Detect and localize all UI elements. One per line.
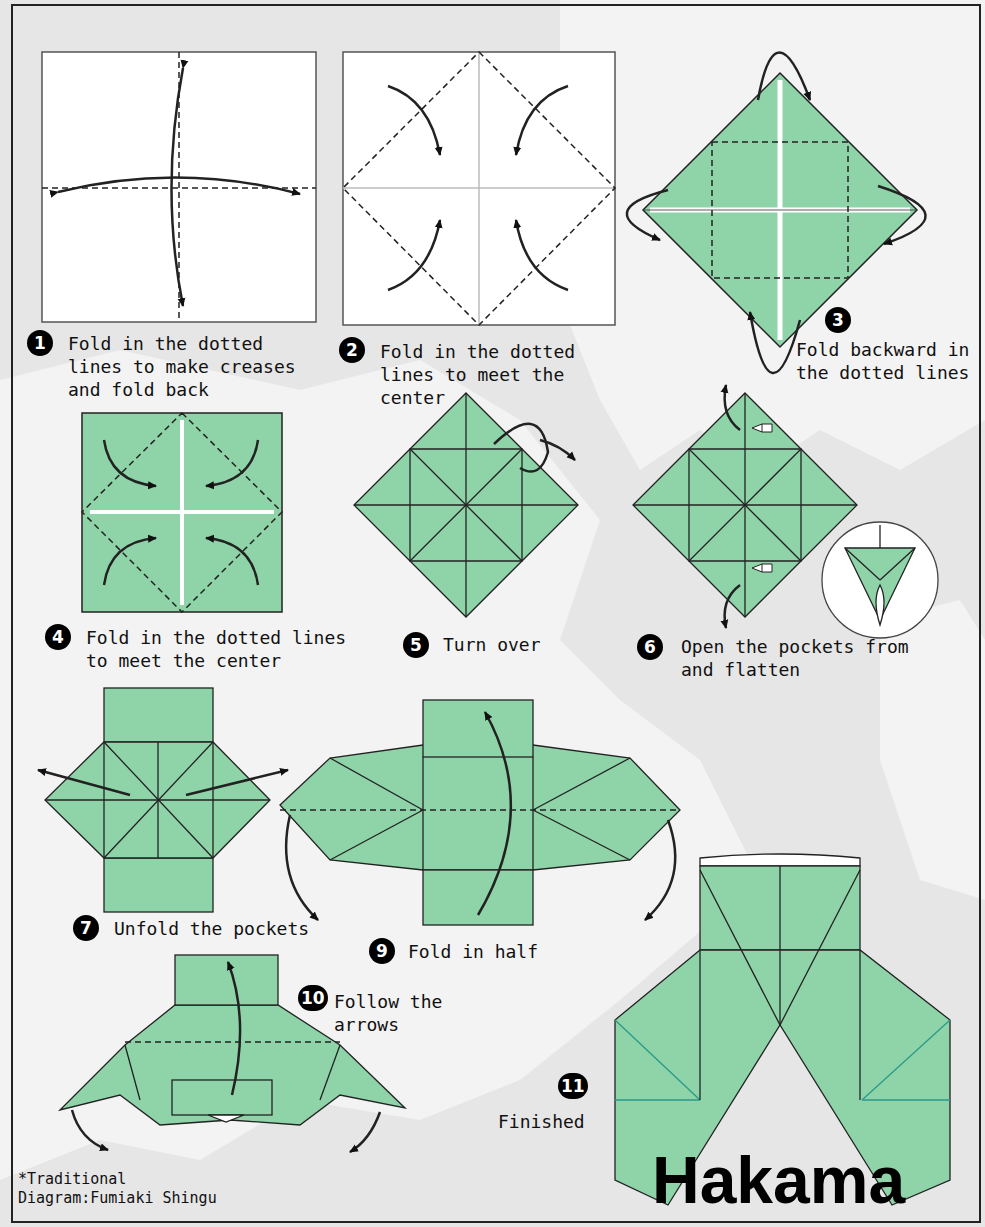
- instruction-text: Fold in the dotted lines to make creases…: [68, 332, 318, 401]
- step-number-text: 3: [832, 310, 844, 330]
- diagram-title: Hakama: [652, 1145, 905, 1215]
- step-number: 10: [298, 985, 328, 1011]
- instruction-text: Unfold the pockets: [114, 917, 334, 940]
- step-number-text: 10: [301, 988, 325, 1008]
- step2-square: [343, 52, 615, 325]
- step10-shape: [60, 955, 405, 1152]
- step-number-text: 9: [376, 941, 388, 961]
- instruction-text: Follow the arrows: [334, 990, 474, 1036]
- step-number: 1: [27, 330, 53, 356]
- step-number: 5: [403, 632, 429, 658]
- step1-square: [42, 52, 316, 322]
- step-number: 4: [45, 624, 71, 650]
- instruction-text: Open the pockets from and flatten: [681, 635, 911, 681]
- step-number: 3: [825, 307, 851, 333]
- instruction-text: Fold backward in the dotted lines: [796, 338, 982, 384]
- step-number-text: 5: [410, 635, 422, 655]
- instruction-text: *Traditional Diagram:Fumiaki Shingu: [18, 1170, 258, 1208]
- step5-diamond: [354, 393, 578, 617]
- step-number-text: 4: [52, 627, 64, 647]
- instruction-text: Fold in half: [408, 940, 578, 963]
- step-number-text: 2: [346, 340, 358, 360]
- step-number: 9: [369, 938, 395, 964]
- step-number-text: 1: [34, 333, 46, 353]
- instruction-text: Finished: [498, 1110, 598, 1133]
- step7-shape: [38, 688, 288, 912]
- step-number-text: 11: [561, 1076, 585, 1096]
- step-number: 6: [637, 634, 663, 660]
- step4-square: [82, 413, 282, 612]
- step9-shape: [280, 700, 680, 925]
- step-number: 11: [558, 1073, 588, 1099]
- step-number: 2: [339, 337, 365, 363]
- step-number: 7: [73, 915, 99, 941]
- instruction-text: Turn over: [443, 633, 583, 656]
- step3-diamond: [627, 53, 926, 374]
- instruction-text: Fold in the dotted lines to meet the cen…: [380, 340, 610, 409]
- step6-diamond: [633, 385, 938, 638]
- step-number-text: 7: [80, 918, 92, 938]
- step-number-text: 6: [644, 637, 656, 657]
- instruction-text: Fold in the dotted lines to meet the cen…: [86, 626, 376, 672]
